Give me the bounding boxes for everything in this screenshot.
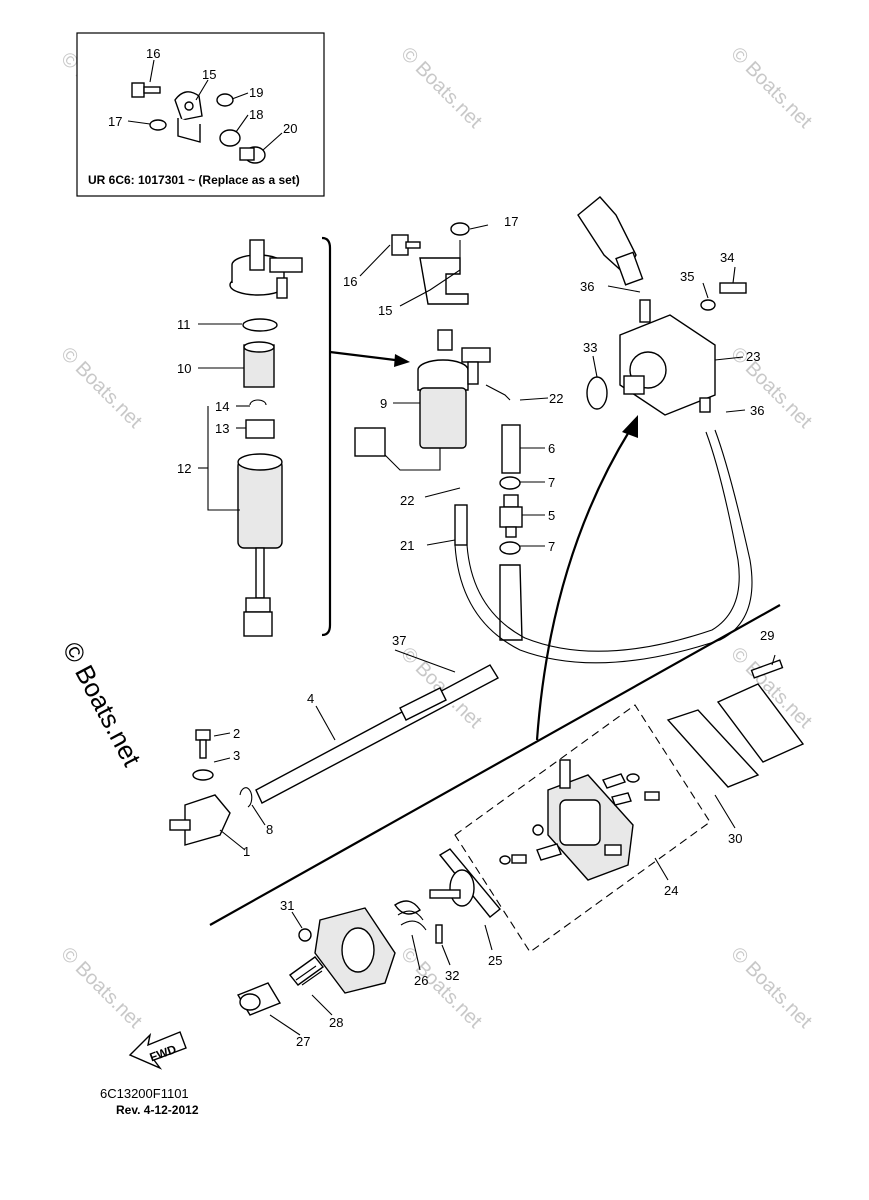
watermark: © Boats.net — [726, 943, 816, 1033]
fwd-arrow-icon: FWD — [128, 1031, 187, 1070]
callout-23: 23 — [746, 349, 760, 364]
callout-7: 7 — [548, 475, 555, 490]
watermark: © Boats.net — [726, 343, 816, 433]
callout-15: 15 — [378, 303, 392, 318]
callout-2: 2 — [233, 726, 240, 741]
callout-7: 7 — [548, 539, 555, 554]
callout-15: 15 — [202, 67, 216, 82]
watermark: © Boats.net — [56, 943, 146, 1033]
callout-27: 27 — [296, 1034, 310, 1049]
drawing-code: 6C13200F1101 — [100, 1086, 189, 1101]
callout-22: 22 — [549, 391, 563, 406]
watermark: © Boats.net — [396, 943, 486, 1033]
callout-30: 30 — [728, 831, 742, 846]
callout-21: 21 — [400, 538, 414, 553]
section-separator — [209, 604, 781, 926]
fuel-line-assembly: 37 4 2 3 1 8 — [169, 633, 499, 859]
callout-17: 17 — [504, 214, 518, 229]
fuel-filter-assembly: 16 15 17 9 — [343, 214, 518, 471]
callout-16: 16 — [343, 274, 357, 289]
callout-31: 31 — [280, 898, 294, 913]
callout-1: 1 — [243, 844, 250, 859]
callout-17: 17 — [108, 114, 122, 129]
callout-5: 5 — [548, 508, 555, 523]
callout-26: 26 — [414, 973, 428, 988]
callout-13: 13 — [215, 421, 229, 436]
revision-date: Rev. 4-12-2012 — [116, 1103, 199, 1117]
callout-4: 4 — [307, 691, 314, 706]
callout-33: 33 — [583, 340, 597, 355]
callout-28: 28 — [329, 1015, 343, 1030]
fuel-pump-exploded: 29 30 24 25 32 26 31 28 27 — [236, 628, 805, 1049]
callout-22: 22 — [400, 493, 414, 508]
fuel-filter-exploded: 11 10 14 13 12 — [177, 236, 410, 637]
callout-11: 11 — [177, 317, 191, 332]
callout-36: 36 — [580, 279, 594, 294]
inset-note: UR 6C6: 1017301 ~ (Replace as a set) — [88, 173, 300, 187]
fuel-pump-assembly: 36 35 34 33 23 36 — [577, 196, 764, 418]
callout-25: 25 — [488, 953, 502, 968]
callout-6: 6 — [548, 441, 555, 456]
watermark: © Boats.net — [726, 43, 816, 133]
callout-16: 16 — [146, 46, 160, 61]
callout-20: 20 — [283, 121, 297, 136]
callout-35: 35 — [680, 269, 694, 284]
inset-box: 16 15 19 17 18 20 UR 6C6: 1017301 ~ (Rep… — [76, 32, 325, 197]
hose-parts: 22 6 7 5 7 21 22 — [400, 384, 753, 664]
callout-9: 9 — [380, 396, 387, 411]
direction-arrow — [535, 415, 638, 741]
callout-12: 12 — [177, 461, 191, 476]
callout-29: 29 — [760, 628, 774, 643]
callout-24: 24 — [664, 883, 678, 898]
callout-18: 18 — [249, 107, 263, 122]
callout-14: 14 — [215, 399, 229, 414]
watermark-large: © Boats.net — [57, 637, 148, 772]
watermark: © Boats.net — [396, 43, 486, 133]
callout-19: 19 — [249, 85, 263, 100]
callout-10: 10 — [177, 361, 191, 376]
callout-37: 37 — [392, 633, 406, 648]
watermark: © Boats.net — [56, 343, 146, 433]
callout-32: 32 — [445, 968, 459, 983]
callout-3: 3 — [233, 748, 240, 763]
callout-36: 36 — [750, 403, 764, 418]
callout-8: 8 — [266, 822, 273, 837]
callout-34: 34 — [720, 250, 734, 265]
